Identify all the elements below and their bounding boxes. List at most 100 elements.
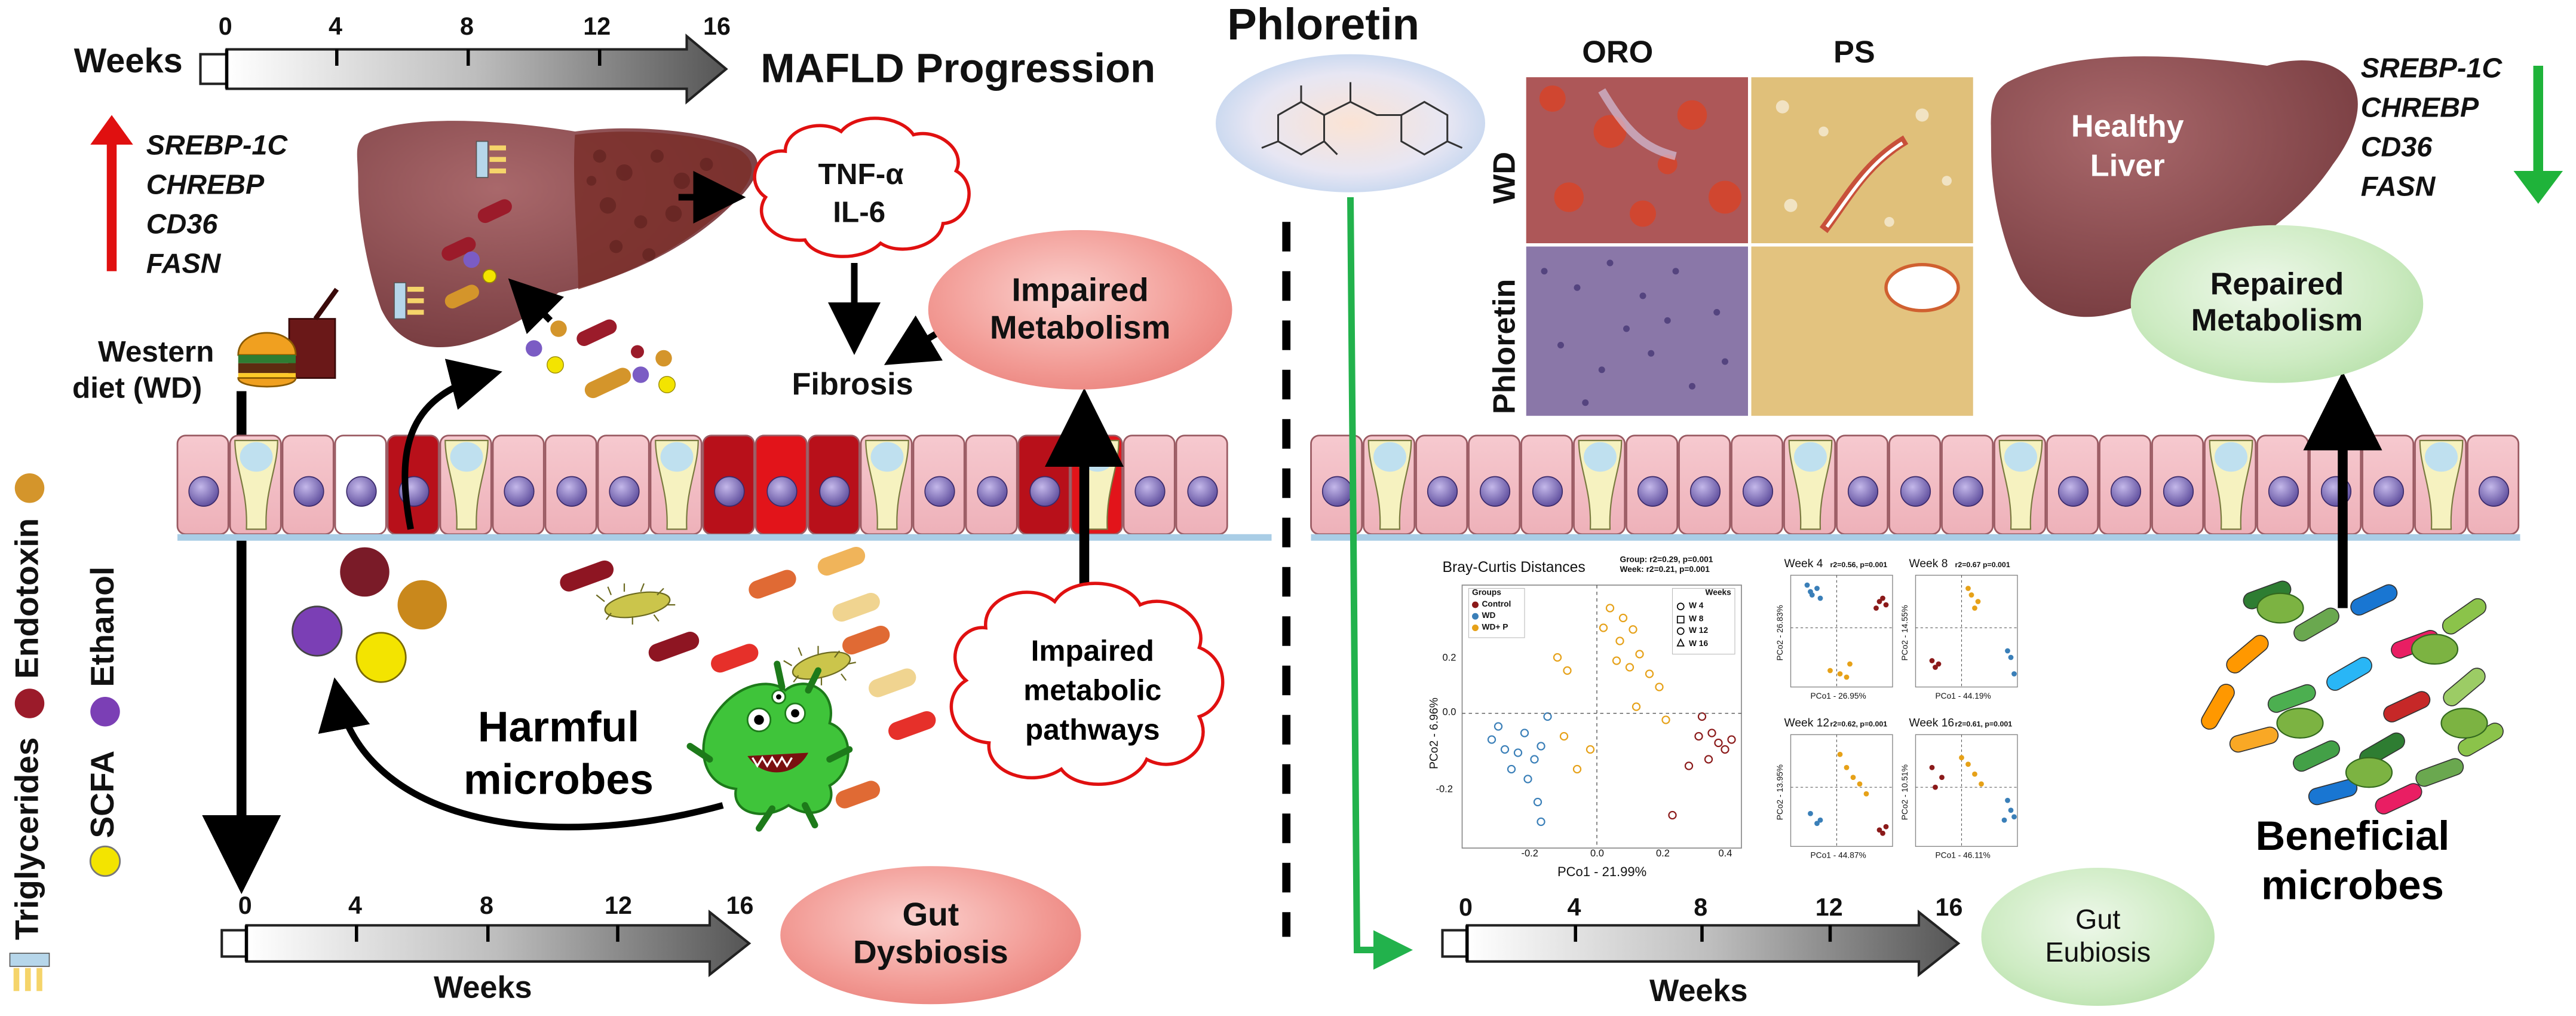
- pcoa-main-point: [1615, 636, 1624, 645]
- pcoa-main-panel: Bray-Curtis Distances Group: r2=0.29, p=…: [1426, 555, 1752, 898]
- tnf-label: TNF-α: [818, 158, 904, 191]
- pcoa-main-point: [1632, 702, 1641, 711]
- beneficial-bacterium: [2201, 684, 2235, 730]
- gene-down-3: CD36: [2360, 131, 2433, 163]
- mucus-droplet: [2004, 442, 2037, 472]
- genes-up-list: SREBP-1C CHREBP CD36 FASN: [146, 127, 287, 284]
- cell-nucleus: [766, 476, 798, 507]
- pcoa-main-point: [1625, 663, 1634, 672]
- pcoa-small-stat: r2=0.61, p=0.001: [1955, 720, 2013, 729]
- top-tick-4: 4: [329, 13, 342, 41]
- beneficial-bacterium: [2229, 726, 2279, 753]
- beneficial-bacterium: [2442, 598, 2487, 635]
- basement-membrane: [177, 534, 1272, 541]
- pcoa-main-point: [1721, 745, 1729, 754]
- western-diet-line1: Western: [98, 335, 214, 368]
- pcoa-main-point: [1727, 735, 1736, 744]
- mucus-droplet: [2215, 442, 2247, 472]
- beneficial-bacterium: [2293, 607, 2339, 642]
- cell-nucleus: [1742, 476, 1774, 507]
- cell-nucleus: [1689, 476, 1721, 507]
- pcoa-small-point: [2008, 654, 2014, 660]
- pcoa-main-point: [1494, 722, 1503, 731]
- pcoa-main-xtick-4: 0.4: [1718, 849, 1732, 860]
- pcoa-main-ylabel: PCo2 - 6.96%: [1429, 697, 1441, 769]
- pcoa-small-point: [1972, 771, 1977, 777]
- pcoa-main-point: [1563, 666, 1572, 675]
- harmful-line1: Harmful: [477, 702, 640, 751]
- cell-nucleus: [1187, 476, 1218, 507]
- genes-down-list: SREBP-1C CHREBP CD36 FASN: [2361, 50, 2502, 207]
- pcoa-small-point: [1933, 665, 1938, 670]
- harmful-microbe-creature: [686, 660, 853, 832]
- pcoa-small-title: Week 12: [1784, 718, 1830, 730]
- pcoa-small-xlabel: PCo1 - 26.95%: [1810, 691, 1866, 702]
- cell-nucleus: [1952, 476, 1984, 507]
- cell-nucleus: [609, 476, 640, 507]
- gut-epithelium-left: [176, 434, 1272, 541]
- eubiosis-line1: Gut: [2075, 904, 2121, 936]
- pcoa-small-point: [1857, 781, 1863, 787]
- pcoa-small-point: [1880, 595, 1885, 601]
- top-tick-16: 16: [703, 13, 731, 41]
- cell-nucleus: [293, 476, 324, 507]
- pcoa-small-stat: r2=0.56, p=0.001: [1830, 560, 1888, 569]
- cell-nucleus: [504, 476, 535, 507]
- pcoa-main-group-wdp: WD+ P: [1482, 623, 1508, 633]
- beneficial-bacterium: [2440, 708, 2488, 739]
- pcoa-main-point: [1586, 745, 1595, 754]
- pcoa-small-plot: [1915, 734, 2018, 847]
- beneficial-bacterium: [2308, 779, 2358, 806]
- mucus-droplet: [240, 442, 273, 472]
- bottom-right-tick-0: 0: [1459, 894, 1473, 922]
- pcoa-small-point: [1876, 599, 1882, 604]
- pcoa-small-point: [1844, 674, 1850, 680]
- pcoa-small-point: [1975, 599, 1981, 604]
- histology-row-phloretin: Phloretin: [1488, 279, 1523, 414]
- pcoa-main-point: [1635, 650, 1644, 659]
- pcoa-main-stat1: Group: r2=0.29, p=0.001: [1620, 555, 1713, 566]
- top-timeline-label: Weeks: [73, 42, 183, 81]
- gene-down-2: CHREBP: [2360, 92, 2479, 124]
- bottom-left-tick-16: 16: [726, 892, 754, 920]
- pcoa-main-week-12: W 12: [1689, 626, 1709, 636]
- pcoa-small-point: [1965, 586, 1971, 591]
- pcoa-small-point: [1804, 582, 1810, 588]
- pcoa-main-point: [1684, 761, 1694, 770]
- bottom-right-timeline-bar: [1441, 909, 1961, 978]
- beneficial-microbes: [2201, 580, 2504, 815]
- mucus-droplet: [1794, 442, 1827, 472]
- pcoa-main-week-16: W 16: [1689, 639, 1709, 650]
- cell-nucleus: [2110, 476, 2142, 507]
- mucus-droplet: [450, 442, 483, 472]
- diseased-liver: [357, 121, 758, 348]
- beneficial-bacterium: [2443, 668, 2486, 706]
- pcoa-main-plot: [1461, 584, 1742, 849]
- pcoa-main-stat2: Week: r2=0.21, p=0.001: [1620, 565, 1710, 576]
- pcoa-small-point: [1965, 761, 1971, 767]
- pcoa-small-xlabel: PCo1 - 44.19%: [1935, 691, 1991, 702]
- beneficial-bacterium: [2350, 584, 2398, 616]
- pcoa-small-point: [1837, 671, 1843, 677]
- histology-row-wd: WD: [1488, 151, 1523, 204]
- pcoa-main-xlabel: PCo1 - 21.99%: [1557, 864, 1647, 880]
- pcoa-main-week-4: W 4: [1689, 601, 1704, 612]
- pcoa-main-groups-title: Groups: [1472, 588, 1501, 599]
- pcoa-small-point: [1814, 586, 1820, 591]
- top-tick-12: 12: [583, 13, 611, 41]
- pcoa-main-ytick-3: -0.2: [1436, 785, 1453, 796]
- pcoa-small-point: [1809, 592, 1815, 598]
- pcoa-main-week-8: W 8: [1689, 614, 1704, 625]
- cell-nucleus: [1321, 476, 1353, 507]
- pcoa-main-ytick-2: 0.0: [1442, 708, 1456, 718]
- histology-col-ps: PS: [1833, 36, 1875, 71]
- pcoa-main-point: [1714, 738, 1723, 748]
- released-metabolites: [526, 319, 676, 399]
- phloretin-structure: [1261, 82, 1463, 156]
- pcoa-main-title: Bray-Curtis Distances: [1442, 559, 1586, 576]
